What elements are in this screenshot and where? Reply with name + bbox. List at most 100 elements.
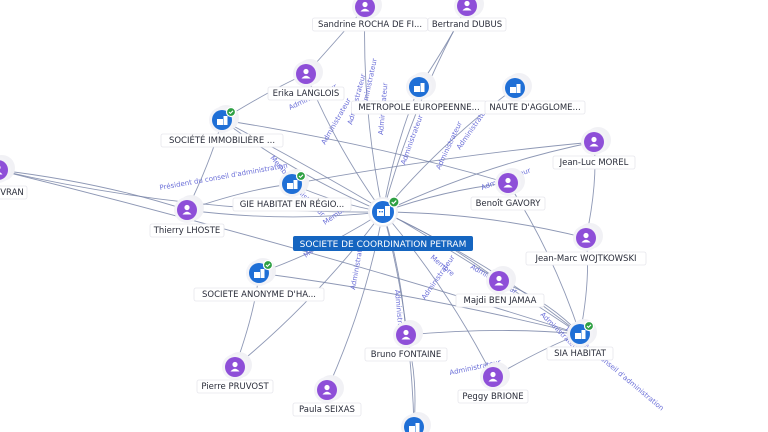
- verified-check-icon: [225, 106, 237, 118]
- node-label-box: [470, 196, 546, 211]
- node-thierry[interactable]: Thierry LHOSTE: [149, 195, 225, 238]
- person-icon: [494, 275, 504, 286]
- node-bertrand[interactable]: Bertrand DUBUS: [427, 0, 507, 32]
- node-label-box: [312, 17, 428, 32]
- node-jeanluc[interactable]: Jean-Luc MOREL: [552, 127, 636, 170]
- node-label-box: [149, 223, 225, 238]
- edge-label: Administrateur: [399, 114, 424, 166]
- building-icon: [254, 269, 265, 278]
- node-label: METROPOLE EUROPEENNE...: [358, 103, 479, 113]
- node-label: Benoît GAVORY: [476, 199, 542, 209]
- node-label-box: [196, 379, 274, 394]
- node-communaute[interactable]: NAUTE D'AGGLOME...: [484, 73, 586, 115]
- building-icon: [575, 330, 586, 339]
- node-label-box: [457, 389, 529, 404]
- edge-sa_ha-sia: [258, 272, 581, 335]
- building-icon: [409, 423, 420, 432]
- node-label-box: [292, 402, 362, 417]
- node-label-box: [193, 287, 325, 302]
- node-label-box: [455, 293, 545, 308]
- node-label: VRAN: [0, 188, 24, 198]
- node-label-box: [0, 185, 28, 200]
- node-sandrine[interactable]: Sandrine ROCHA DE FI...: [312, 0, 428, 32]
- node-label-box: [484, 100, 586, 115]
- person-icon: [322, 384, 332, 395]
- edge-thierry-vran: [0, 169, 188, 211]
- person-icon: [360, 1, 370, 12]
- center-node[interactable]: SOCIETE DE COORDINATION PETRAM: [293, 196, 473, 251]
- node-sia[interactable]: SIA HABITAT: [546, 319, 614, 361]
- edge-paula: [326, 211, 384, 391]
- building-icon: [414, 83, 425, 92]
- node-vran[interactable]: VRAN: [0, 155, 28, 200]
- node-societe_immo[interactable]: SOCIÉTÉ IMMOBILIÈRE ...: [160, 105, 284, 148]
- node-bottom_co[interactable]: [401, 412, 431, 432]
- edge-thierry: [186, 209, 384, 218]
- person-icon: [301, 68, 311, 79]
- node-label: GIE HABITAT EN RÉGIO...: [240, 198, 345, 210]
- node-peggy[interactable]: Peggy BRIONE: [457, 362, 529, 404]
- node-label: Bertrand DUBUS: [432, 20, 502, 30]
- node-label: Sandrine ROCHA DE FI...: [318, 20, 422, 30]
- node-gie[interactable]: GIE HABITAT EN RÉGIO...: [232, 169, 352, 212]
- node-label: Bruno FONTAINE: [371, 350, 442, 360]
- verified-check-icon: [262, 259, 274, 271]
- person-icon: [230, 361, 240, 372]
- building-icon: [287, 180, 298, 189]
- node-label: SOCIÉTÉ IMMOBILIÈRE ...: [169, 134, 275, 146]
- edge-jeanluc: [382, 141, 595, 213]
- edge-sia: [382, 211, 581, 335]
- building-icon: [377, 206, 390, 216]
- verified-check-icon: [295, 170, 307, 182]
- verified-check-icon: [388, 196, 400, 208]
- node-paula[interactable]: Paula SEIXAS: [292, 375, 362, 417]
- edge-societe_immo-benoit: [221, 119, 509, 184]
- person-icon: [581, 232, 591, 243]
- nodes-layer: Sandrine ROCHA DE FI... Bertrand DUBUS Eri…: [0, 0, 647, 432]
- person-icon: [589, 136, 599, 147]
- building-icon: [510, 84, 521, 93]
- node-jeanmarc[interactable]: Jean-Marc WOJTKOWSKI: [525, 223, 647, 266]
- center-label-box: [293, 236, 473, 251]
- node-label-box: [525, 251, 647, 266]
- node-label-box: [364, 347, 448, 362]
- verified-check-icon: [583, 320, 595, 332]
- node-label: Majdi BEN JAMAA: [464, 296, 537, 306]
- node-label: Pierre PRUVOST: [201, 382, 269, 392]
- node-label: Peggy BRIONE: [462, 392, 523, 402]
- node-label: Erika LANGLOIS: [273, 89, 340, 99]
- node-sa_ha[interactable]: SOCIETE ANONYME D'HA...: [193, 258, 325, 302]
- node-benoit[interactable]: Benoît GAVORY: [470, 168, 546, 211]
- node-label-box: [232, 197, 352, 212]
- person-icon: [401, 329, 411, 340]
- node-pierre[interactable]: Pierre PRUVOST: [196, 352, 274, 394]
- person-icon: [462, 0, 472, 11]
- node-label: SIA HABITAT: [554, 349, 607, 359]
- center-label: SOCIETE DE COORDINATION PETRAM: [300, 240, 467, 250]
- person-node-circle[interactable]: [0, 160, 8, 180]
- node-bruno[interactable]: Bruno FONTAINE: [364, 320, 448, 362]
- edge-vran-sia: [0, 170, 581, 335]
- edge-jeanmarc: [382, 211, 587, 239]
- node-label-box: [267, 86, 345, 101]
- person-icon: [488, 371, 498, 382]
- node-label-box: [552, 155, 636, 170]
- person-icon: [182, 204, 192, 215]
- person-node-circle[interactable]: [355, 0, 375, 17]
- node-label: NAUTE D'AGGLOME...: [489, 103, 580, 113]
- node-label: SOCIETE ANONYME D'HA...: [202, 290, 316, 300]
- person-icon: [0, 165, 3, 175]
- person-icon: [503, 177, 513, 188]
- node-label-box: [546, 346, 614, 361]
- edge-bruno-sia: [405, 330, 581, 336]
- node-label: Jean-Luc MOREL: [559, 158, 629, 168]
- node-label: Jean-Marc WOJTKOWSKI: [534, 254, 636, 264]
- node-majdi[interactable]: Majdi BEN JAMAA: [455, 266, 545, 308]
- node-label-box: [427, 17, 507, 32]
- edge-gie-jeanluc: [291, 141, 595, 185]
- node-label: Paula SEIXAS: [299, 405, 355, 415]
- node-label: Thierry LHOSTE: [153, 226, 221, 236]
- node-label-box: [160, 133, 284, 148]
- node-erika[interactable]: Erika LANGLOIS: [267, 59, 345, 101]
